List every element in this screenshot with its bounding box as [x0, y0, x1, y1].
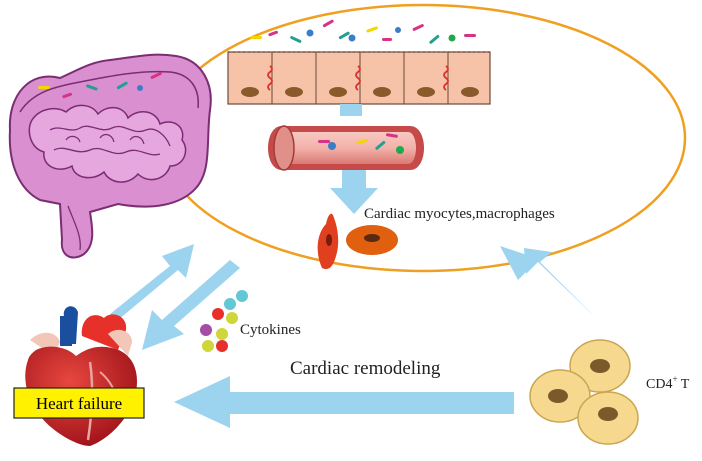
arrow-tcells-to-gut	[500, 246, 586, 328]
cd4-t-main: CD4	[646, 377, 672, 392]
arrow-epithelium-to-vessel	[340, 104, 362, 116]
macrophage-icon	[346, 225, 398, 255]
cytokine-dots-icon	[200, 290, 248, 352]
arrow-heart-to-gut	[110, 244, 194, 320]
heart-failure-box	[13, 387, 145, 419]
cytokines-label: Cytokines	[240, 322, 301, 338]
epithelium-icon	[227, 51, 491, 105]
cardiac-remodeling-label: Cardiac remodeling	[290, 358, 441, 379]
t-cell-icon	[529, 339, 639, 445]
blood-vessel-icon	[268, 125, 424, 171]
cd4-t-suffix: T	[678, 377, 690, 392]
cardiac-cells-label: Cardiac myocytes,macrophages	[364, 206, 555, 222]
arrow-vessel-to-heart-cells	[330, 170, 378, 214]
cd4-t-label: CD4+ T	[646, 374, 690, 392]
arrow-gut-to-heart	[142, 260, 240, 350]
microbiota-dots	[250, 19, 476, 44]
heart-failure-label: Heart failure	[36, 394, 122, 413]
cd4-t-sup: +	[672, 374, 677, 384]
gut-barrier-ellipse	[159, 3, 687, 273]
intestine-icon	[8, 53, 212, 259]
cardiac-remodeling-arrow	[174, 376, 514, 428]
heart-icon	[25, 306, 137, 446]
arrow-tcells-to-gut-body	[524, 248, 600, 322]
cardiomyocyte-icon	[317, 213, 339, 270]
